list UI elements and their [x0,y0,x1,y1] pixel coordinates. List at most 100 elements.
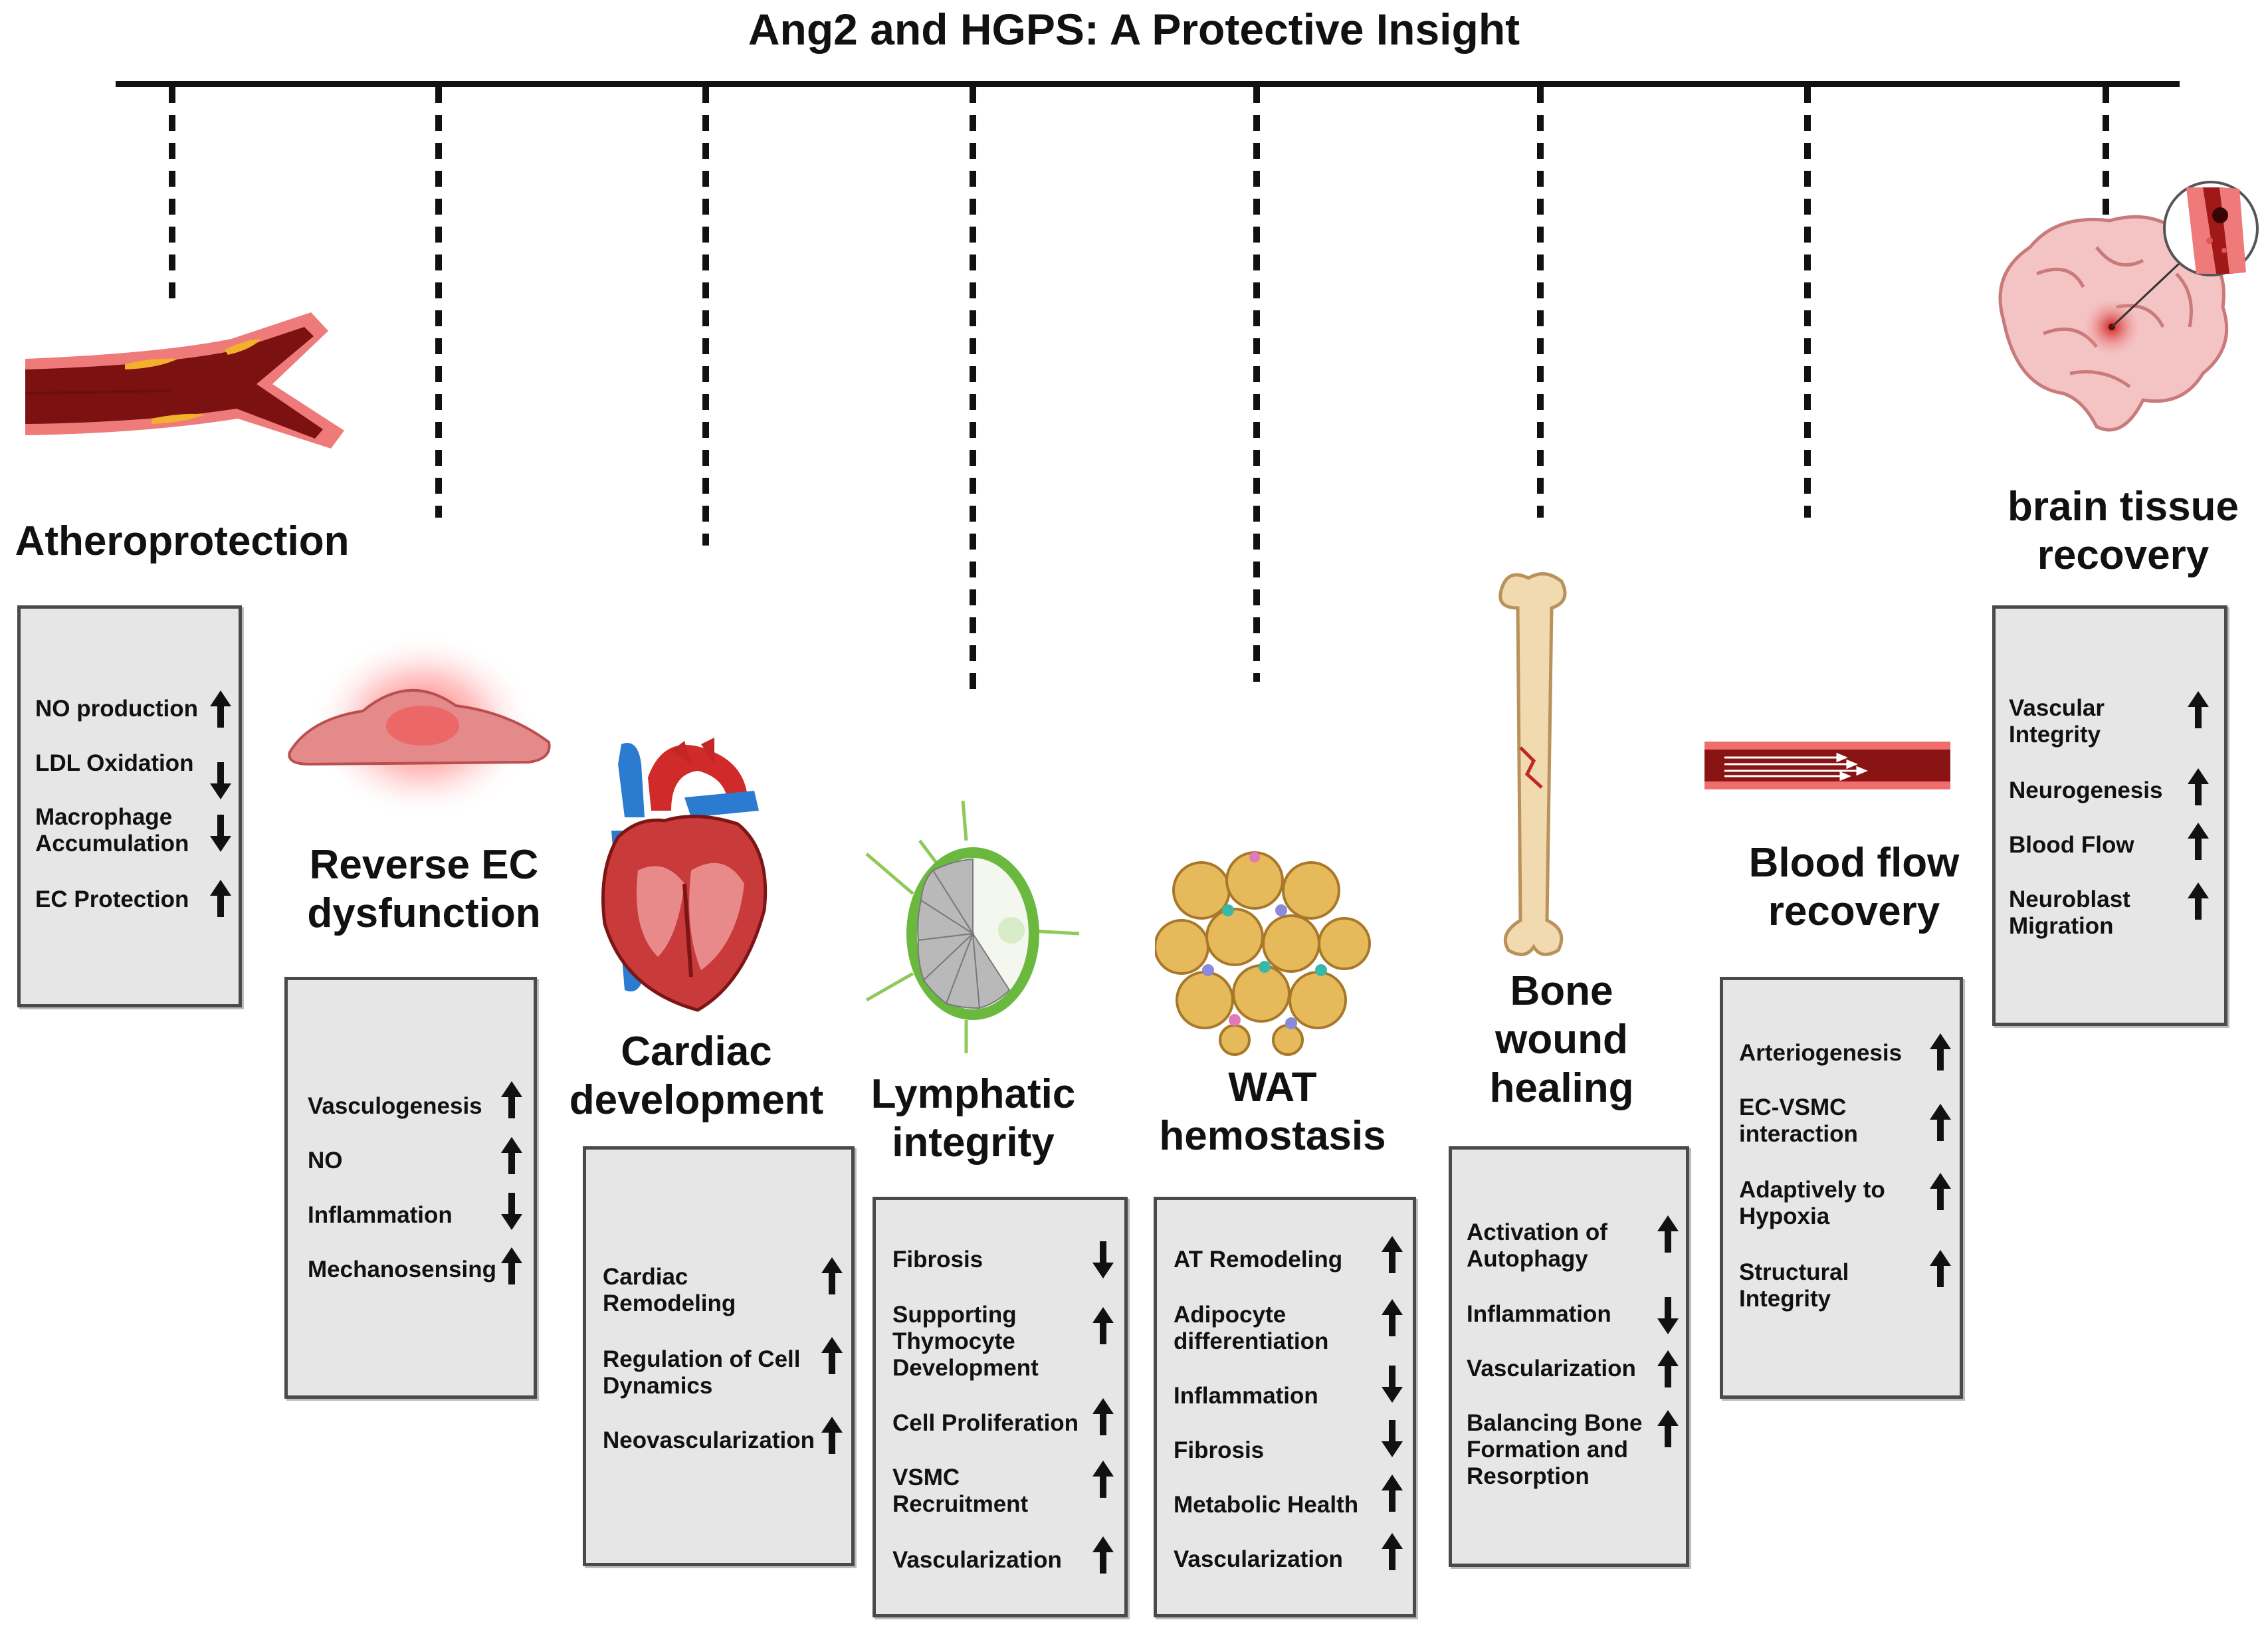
brain-lesion-icon [1998,181,2259,432]
arrow-up-icon [2188,768,2209,805]
effect-box-blood-flow-recovery: Arteriogenesis EC-VSMC interaction Adapt… [1720,977,1963,1399]
connector-reverse-ec [435,87,442,518]
effect-label: Inflammation [1174,1383,1318,1409]
effect-label: Adipocyte differentiation [1174,1302,1329,1354]
arrow-up-icon [210,880,231,917]
arrow-up-icon [2188,882,2209,920]
effect-label: Cardiac Remodeling [603,1264,736,1316]
effect-box-wat-hemostasis: AT Remodeling Adipocyte differentiation … [1154,1197,1416,1617]
effect-label: Adaptively to Hypoxia [1739,1177,1885,1229]
heading-blood-flow-recovery: Blood flow recovery [1748,840,1960,934]
effect-label: Macrophage Accumulation [35,804,189,857]
effect-label: Neurogenesis [2009,777,2163,803]
effect-label: Fibrosis [1174,1437,1265,1463]
arrow-down-icon [1382,1420,1403,1457]
connector-bone [1537,87,1544,518]
effect-label: Inflammation [1467,1301,1611,1327]
effect-label: Blood Flow [2009,832,2134,858]
effect-label: NO [308,1148,343,1174]
arrow-up-icon [821,1337,843,1374]
arrow-down-icon [210,815,231,852]
effect-box-reverse-ec-dysfunction: Vasculogenesis NO Inflammation Mechanose… [284,977,537,1399]
heart-icon [601,738,768,1012]
effect-label: NO production [35,696,198,722]
connector-wat [1253,87,1260,682]
effect-label: LDL Oxidation [35,750,194,776]
fractured-bone-icon [1498,572,1567,956]
effect-label: Vascularization [892,1547,1062,1573]
arrow-up-icon [1930,1033,1951,1071]
effect-box-cardiac-development: Cardiac Remodeling Regulation of Cell Dy… [583,1146,855,1566]
effect-label: Inflammation [308,1202,453,1228]
arrow-up-icon [210,690,231,728]
heading-reverse-ec-dysfunction: Reverse EC dysfunction [307,842,541,936]
arrow-up-icon [1930,1173,1951,1210]
arrow-down-icon [210,762,231,799]
arrow-up-icon [1382,1533,1403,1570]
arrow-up-icon [1930,1250,1951,1287]
endothelial-cell-icon [288,633,551,819]
arrow-down-icon [1382,1366,1403,1403]
effect-box-brain-tissue-recovery: Vascular Integrity Neurogenesis Blood Fl… [1992,605,2227,1026]
effect-label: Regulation of Cell Dynamics [603,1346,801,1399]
lymph-node-icon [865,801,1080,1053]
arrow-up-icon [1382,1475,1403,1512]
effect-label: Cell Proliferation [892,1410,1079,1436]
arrow-up-icon [501,1247,522,1284]
arrow-down-icon [1657,1297,1679,1334]
heading-wat-hemostasis: WAT hemostasis [1159,1065,1386,1159]
arrow-up-icon [821,1417,843,1454]
heading-brain-tissue-recovery: brain tissue recovery [2008,484,2239,578]
effect-label: EC Protection [35,886,189,912]
effect-label: Structural Integrity [1739,1259,1849,1312]
arrow-up-icon [501,1137,522,1174]
effect-label: Vasculogenesis [308,1093,482,1119]
effect-label: Fibrosis [892,1247,983,1273]
connector-blood-flow [1804,87,1811,518]
arrow-up-icon [1092,1307,1114,1344]
arrow-up-icon [1382,1236,1403,1273]
arrow-up-icon [1657,1215,1679,1253]
artery-plaque-icon [25,312,344,449]
arrow-down-icon [501,1193,522,1230]
heading-atheroprotection: Atheroprotection [15,518,350,564]
effect-box-bone-wound-healing: Activation of Autophagy Inflammation Vas… [1449,1146,1689,1567]
effect-label: Mechanosensing [308,1257,496,1282]
adipose-tissue-icon [1155,851,1371,1056]
effect-label: Supporting Thymocyte Development [892,1302,1039,1381]
effect-label: Vascular Integrity [2009,695,2105,748]
connector-cardiac [702,87,709,546]
effect-label: Activation of Autophagy [1467,1219,1607,1272]
blood-vessel-flow-icon [1704,742,1950,789]
arrow-up-icon [1092,1536,1114,1574]
heading-bone-wound-healing: Bone wound healing [1489,968,1634,1111]
arrow-up-icon [2188,823,2209,860]
connector-lymphatic [970,87,976,692]
arrow-up-icon [1382,1299,1403,1336]
arrow-up-icon [1657,1410,1679,1447]
effect-label: Neuroblast Migration [2009,886,2130,939]
arrow-down-icon [1092,1241,1114,1278]
arrow-up-icon [1657,1350,1679,1387]
arrow-up-icon [1092,1398,1114,1435]
arrow-up-icon [2188,691,2209,728]
heading-lymphatic-integrity: Lymphatic integrity [871,1071,1076,1166]
connector-brain [2103,87,2109,251]
arrow-up-icon [821,1257,843,1294]
effect-label: VSMC Recruitment [892,1465,1029,1517]
arrow-up-icon [1092,1461,1114,1498]
effect-label: EC-VSMC interaction [1739,1094,1858,1147]
effect-label: Vascularization [1467,1356,1636,1381]
timeline-bar [116,81,2180,87]
effect-label: Metabolic Health [1174,1492,1359,1518]
effect-label: Neovascularization [603,1427,815,1453]
arrow-up-icon [1930,1104,1951,1141]
effect-label: Vascularization [1174,1546,1343,1572]
effect-box-atheroprotection: NO production LDL Oxidation Macrophage A… [17,605,242,1007]
diagram-title: Ang2 and HGPS: A Protective Insight [748,5,1520,54]
arrow-up-icon [501,1081,522,1118]
effect-label: AT Remodeling [1174,1247,1343,1273]
heading-cardiac-development: Cardiac development [569,1029,824,1123]
connector-atheroprotection [169,87,175,310]
effect-label: Arteriogenesis [1739,1040,1903,1066]
